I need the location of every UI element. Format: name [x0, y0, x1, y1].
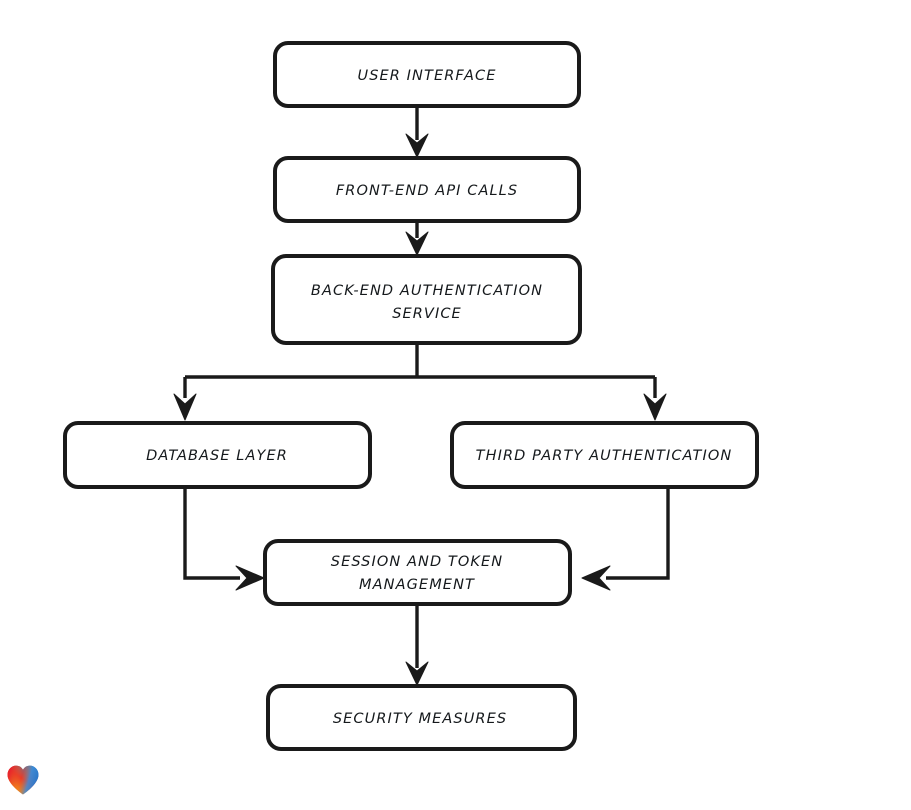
edge-database-to-session	[183, 487, 265, 591]
node-back-end-authentication-service-label-line1: BACK-END AUTHENTICATION	[311, 283, 543, 299]
edge-backend-fork	[183, 343, 657, 398]
node-back-end-authentication-service-shape[interactable]	[271, 254, 582, 345]
edge-backend-to-thirdparty-arrow	[643, 393, 667, 421]
edge-ui-to-api	[405, 106, 429, 158]
node-session-and-token-management[interactable]: SESSION AND TOKEN MANAGEMENT	[263, 539, 572, 606]
node-database-layer-shape[interactable]	[63, 421, 372, 489]
node-third-party-authentication[interactable]: THIRD PARTY AUTHENTICATION	[450, 421, 759, 489]
node-database-layer-label: DATABASE LAYER	[146, 448, 288, 464]
node-session-and-token-management-label-line2: MANAGEMENT	[359, 577, 475, 593]
node-front-end-api-calls[interactable]: FRONT-END API CALLS	[273, 156, 581, 223]
node-back-end-authentication-service[interactable]: BACK-END AUTHENTICATION SERVICE	[271, 254, 582, 345]
node-front-end-api-calls-shape[interactable]	[273, 156, 581, 223]
node-security-measures[interactable]: SECURITY MEASURES	[266, 684, 577, 751]
node-back-end-authentication-service-label-line2: SERVICE	[392, 306, 462, 322]
node-security-measures-label: SECURITY MEASURES	[333, 711, 507, 727]
edge-api-to-backend	[405, 221, 429, 256]
node-user-interface-label: USER INTERFACE	[358, 68, 497, 84]
node-third-party-authentication-label: THIRD PARTY AUTHENTICATION	[476, 448, 733, 464]
node-user-interface[interactable]: USER INTERFACE	[273, 41, 581, 108]
heart-icon	[7, 765, 39, 795]
edge-session-to-security	[405, 604, 429, 686]
node-session-and-token-management-label-line1: SESSION AND TOKEN	[331, 554, 503, 570]
edge-thirdparty-to-session	[581, 487, 670, 591]
edge-backend-to-database-arrow	[173, 393, 197, 421]
node-session-and-token-management-shape[interactable]	[263, 539, 572, 606]
heart-icon-overlay	[7, 765, 39, 795]
node-database-layer[interactable]: DATABASE LAYER	[63, 421, 372, 489]
node-third-party-authentication-shape[interactable]	[450, 421, 759, 489]
node-user-interface-shape[interactable]	[273, 41, 581, 108]
node-front-end-api-calls-label: FRONT-END API CALLS	[336, 183, 518, 199]
node-security-measures-shape[interactable]	[266, 684, 577, 751]
